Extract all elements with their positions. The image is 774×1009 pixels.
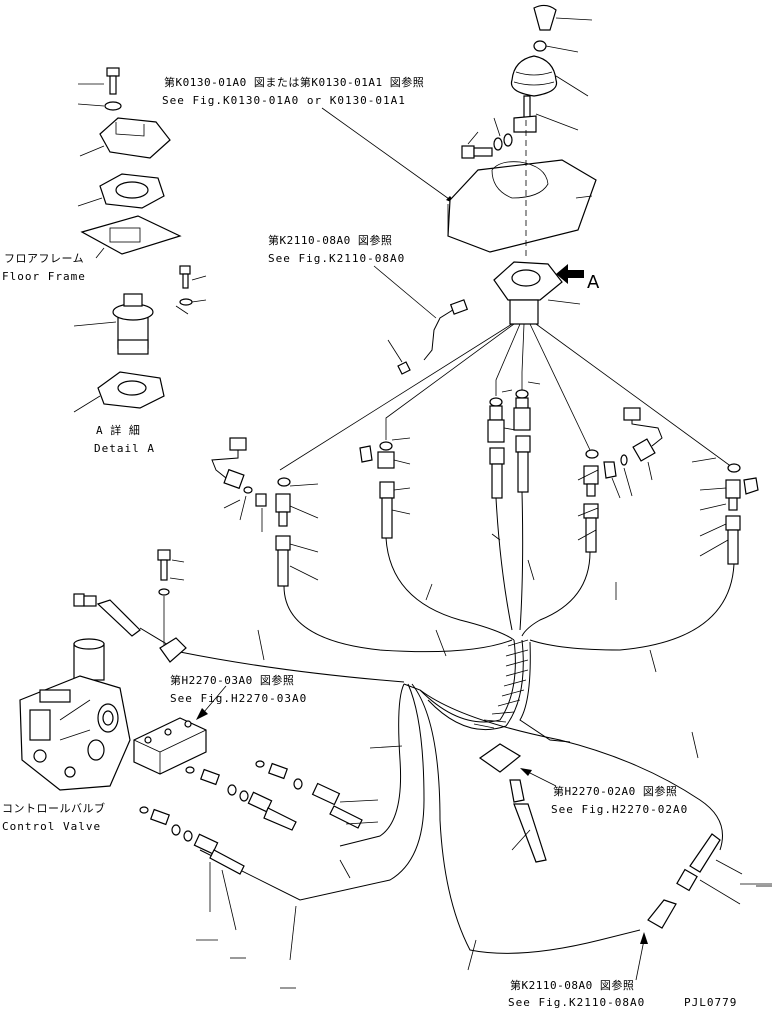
switch-connector [478, 743, 522, 773]
leader-k0130 [321, 107, 457, 205]
fitting-column-3 [487, 389, 517, 499]
fitting-column-5 [577, 449, 633, 553]
sensor-probe [96, 599, 141, 637]
electrical-switch [478, 743, 547, 863]
manifold-fittings [139, 760, 379, 989]
console-cover [447, 159, 597, 253]
valve-solenoid [73, 643, 105, 681]
floor-frame-label-ja: フロアフレーム [4, 252, 84, 265]
leader-k2110-bot [635, 939, 645, 981]
floor-frame-plate [80, 215, 182, 255]
small-hose-top [387, 299, 469, 375]
control-valve-label-ja: コントロールバルブ [2, 801, 106, 815]
switch-hose [513, 803, 547, 863]
washer-2 [179, 298, 193, 306]
pilot-valve-stem [509, 299, 539, 325]
floor-frame-label-en: Floor Frame [2, 270, 86, 283]
detail-a-assembly [73, 67, 207, 413]
hose-end-coupler [647, 899, 677, 929]
ref-k0130-ja: 第K0130-01A0 図または第K0130-01A1 図参照 [164, 75, 424, 89]
washer [104, 101, 122, 111]
valve-body [19, 675, 131, 791]
fitting-column-1 [275, 477, 319, 587]
fitting-column-4 [513, 381, 541, 493]
bolt-head [106, 67, 120, 77]
ref-h2270-02-en: See Fig.H2270-02A0 [551, 803, 688, 816]
bolt-head-2 [179, 265, 191, 275]
hose-clamp [159, 637, 187, 663]
hose-plug [397, 361, 411, 375]
ref-h2270-03-ja: 第H2270-03A0 図参照 [170, 673, 294, 687]
ref-k2110-bot-ja: 第K2110-08A0 図参照 [510, 978, 634, 992]
control-valve-label-en: Control Valve [2, 820, 101, 833]
hose-end-right [647, 833, 772, 929]
control-valve [19, 638, 131, 791]
manifold-block [133, 717, 207, 775]
ref-k0130-en: See Fig.K0130-01A0 or K0130-01A1 [162, 94, 406, 107]
leader-h2270-03-arrowhead [196, 708, 208, 720]
lever-boot [510, 55, 558, 97]
hose-end-sleeve [689, 833, 721, 873]
fitting-column-6 [691, 457, 759, 565]
leader-k2110-top [373, 265, 437, 319]
console-bolt [461, 145, 475, 159]
lever-knob [533, 4, 557, 31]
hose-routing-lines [279, 323, 737, 471]
ref-h2270-02-ja: 第H2270-02A0 図参照 [553, 784, 677, 798]
manifold [133, 717, 207, 775]
ref-k2110-top-en: See Fig.K2110-08A0 [268, 252, 405, 265]
ref-h2270-03-en: See Fig.H2270-03A0 [170, 692, 307, 705]
detail-a-label-en: Detail A [94, 442, 155, 455]
drawing-number: PJL0779 [684, 996, 737, 1009]
leader-h2270-02-arrowhead [520, 768, 532, 776]
bolt-shank [109, 75, 117, 95]
ref-k2110-bot-en: See Fig.K2110-08A0 [508, 996, 645, 1009]
detail-a-label-ja: A 詳 細 [96, 423, 140, 437]
lever-nut [533, 40, 547, 52]
cover-plate [99, 117, 171, 159]
view-arrow-a [556, 264, 584, 284]
hose-bundle [139, 491, 735, 971]
joystick-assembly [447, 4, 597, 325]
bracket-bolt [157, 549, 171, 561]
pressure-switch-right [623, 407, 663, 481]
fitting-column-2 [359, 437, 411, 539]
bolt-shank-2 [182, 273, 189, 289]
ref-k2110-top-ja: 第K2110-08A0 図参照 [268, 233, 392, 247]
leader-k2110-bot-arrowhead [640, 932, 648, 944]
leader-h2270-03 [203, 685, 227, 713]
lever-bracket [513, 115, 537, 133]
view-arrow-a-label: A [587, 272, 600, 293]
pressure-switch-left [211, 437, 267, 532]
sensor-bolt-group [73, 549, 187, 663]
